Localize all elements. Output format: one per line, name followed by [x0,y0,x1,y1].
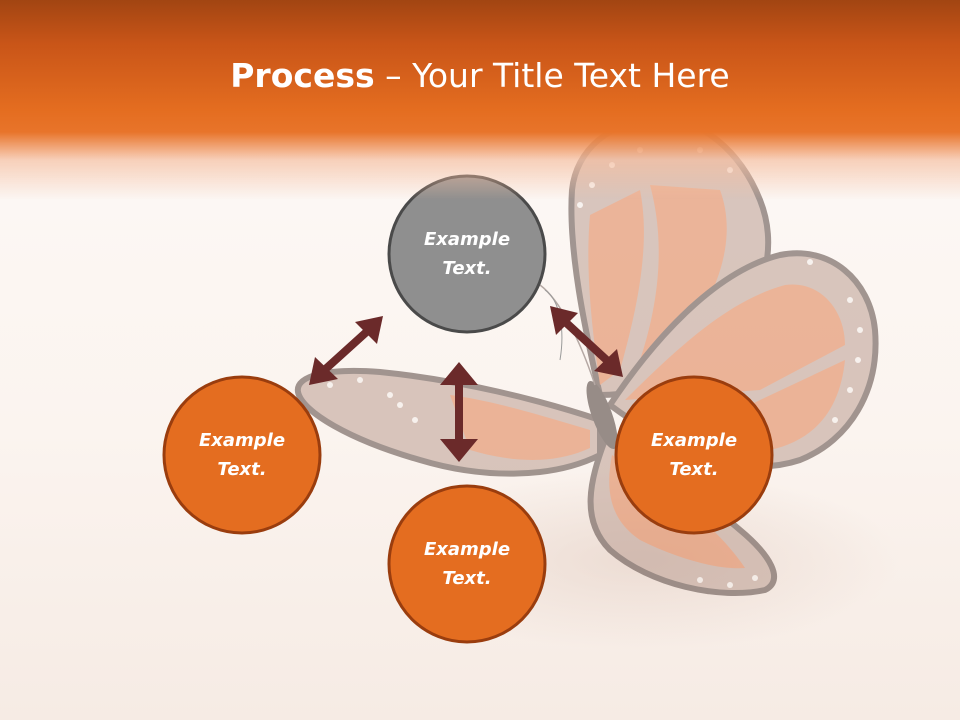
node-circle-right [614,375,774,535]
butterfly-wing-left-cells [450,395,590,460]
butterfly-forewing-cells [588,185,727,385]
butterfly-body [586,380,618,450]
node-label-top: Example Text. [389,225,545,283]
node-label-top-line1: Example [423,229,511,250]
node-label-left: Example Text. [164,426,320,484]
title-bold: Process [230,56,375,95]
node-label-right: Example Text. [616,426,772,484]
arrow-top-right [550,306,623,377]
arrows [309,306,623,462]
node-label-bottom-line2: Text. [442,568,492,589]
slide-title: Process – Your Title Text Here [0,52,960,100]
header-band [0,0,960,200]
node-circle-left [162,375,322,535]
arrow-top-bottom [440,362,478,462]
arrow-top-left [309,316,383,385]
node-label-right-line1: Example [650,430,738,451]
node-label-bottom-line1: Example [423,539,511,560]
node-label-right-line2: Text. [669,459,719,480]
title-dash: – [374,56,413,95]
title-rest: Your Title Text Here [412,56,730,95]
butterfly-hindwing-right-cells [625,284,845,450]
node-label-top-line2: Text. [442,258,492,279]
node-label-left-line1: Example [198,430,286,451]
node-label-bottom: Example Text. [389,535,545,593]
node-circle-bottom [387,484,547,644]
node-label-left-line2: Text. [217,459,267,480]
